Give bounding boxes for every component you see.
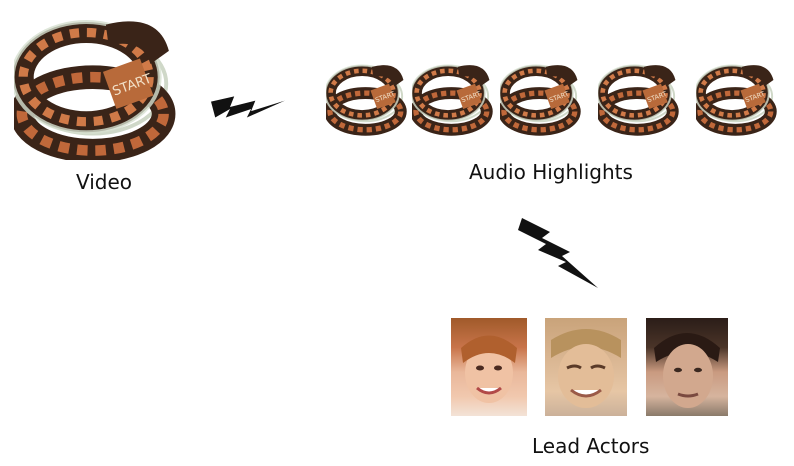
lightning-bolt-arrow-icon: [211, 96, 285, 118]
actor-face-thumbnail: [646, 318, 728, 416]
video-reel-icon: [14, 10, 182, 160]
lead-actors-label: Lead Actors: [532, 434, 650, 458]
highlight-reel-icon: [326, 54, 410, 140]
highlight-reel-icon: [598, 54, 682, 140]
highlight-reel-icon: [500, 54, 584, 140]
actor-face-thumbnail: [451, 318, 527, 416]
actor-face-thumbnail: [545, 318, 627, 416]
audio-highlights-label: Audio Highlights: [469, 160, 633, 184]
highlight-reel-icon: [696, 54, 780, 140]
highlight-reel-icon: [412, 54, 496, 140]
video-label: Video: [76, 170, 133, 194]
lightning-bolt-arrow-icon: [518, 218, 598, 288]
